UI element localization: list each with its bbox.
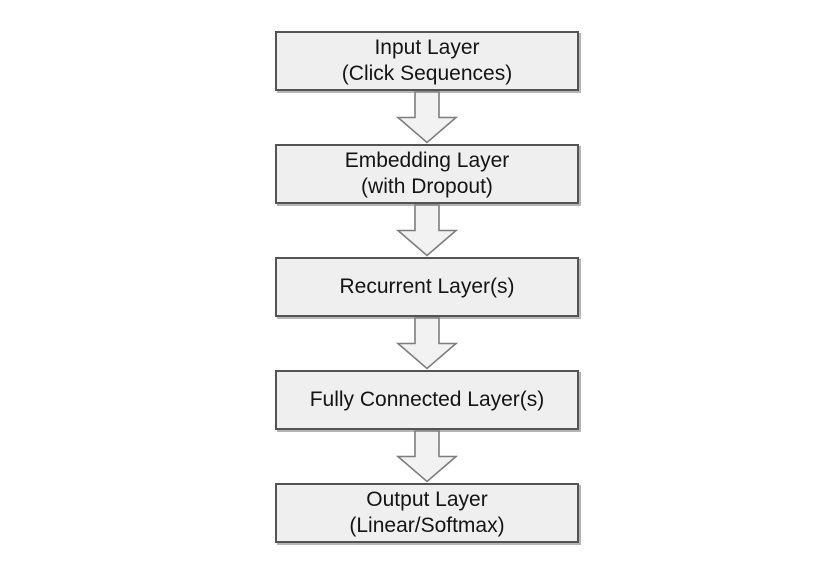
- flow-node-output-layer: Output Layer (Linear/Softmax): [275, 483, 579, 543]
- flow-node-embedding-layer: Embedding Layer (with Dropout): [275, 144, 579, 204]
- down-arrow-icon: [395, 430, 459, 483]
- down-arrow-icon: [395, 317, 459, 370]
- down-arrow-icon: [395, 91, 459, 144]
- node-label: Embedding Layer: [344, 149, 510, 172]
- node-sublabel: (Click Sequences): [341, 62, 513, 85]
- node-sublabel: (Linear/Softmax): [349, 514, 505, 537]
- node-sublabel: (with Dropout): [361, 175, 493, 198]
- flow-node-input-layer: Input Layer (Click Sequences): [275, 31, 579, 91]
- flowchart-stack: Input Layer (Click Sequences) Embedding …: [275, 31, 579, 543]
- node-label: Fully Connected Layer(s): [309, 388, 545, 411]
- node-label: Recurrent Layer(s): [339, 275, 515, 298]
- flow-node-fully-connected-layer: Fully Connected Layer(s): [275, 370, 579, 430]
- flow-node-recurrent-layer: Recurrent Layer(s): [275, 257, 579, 317]
- node-label: Input Layer: [374, 36, 480, 59]
- down-arrow-icon: [395, 204, 459, 257]
- node-label: Output Layer: [366, 488, 488, 511]
